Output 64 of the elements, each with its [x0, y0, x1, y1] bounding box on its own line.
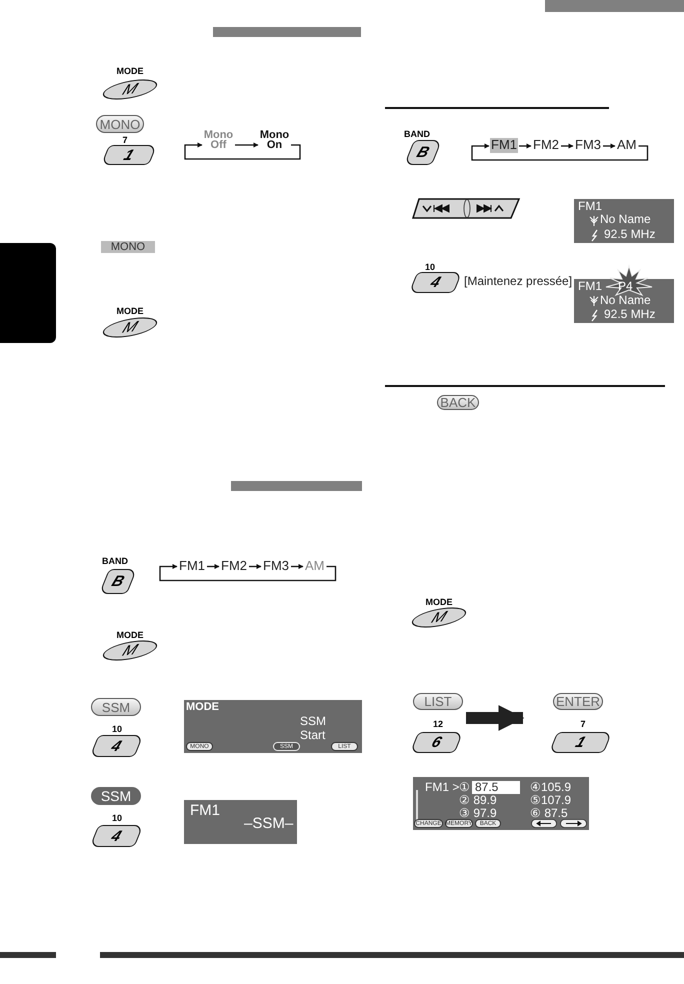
arrow	[603, 144, 616, 148]
arrow	[249, 564, 262, 569]
key-caption: MODE	[116, 66, 144, 76]
indicator-tag: MONO	[101, 241, 155, 253]
display-text: ⑤107.9	[530, 794, 572, 807]
display-text: No Name	[600, 294, 652, 308]
arrow	[291, 564, 304, 569]
arrow	[159, 564, 336, 582]
number-key: 4	[90, 825, 144, 847]
number-key: 4	[90, 735, 144, 757]
display-text: 92.5 MHz	[604, 308, 656, 322]
key-caption: 10	[110, 813, 123, 823]
touch-button: LIST	[413, 693, 463, 710]
touch-button: MONO	[96, 115, 144, 133]
display-text: FM1	[578, 280, 603, 294]
band-label: FM3	[574, 138, 602, 153]
display-text: SSM	[300, 715, 328, 728]
arrow	[235, 142, 258, 148]
display-text: ⑥ 87.5	[530, 807, 569, 820]
band-label: AM	[616, 138, 638, 153]
display-text: FM1 >	[425, 781, 459, 794]
display-text: FM1	[190, 803, 221, 819]
touch-button: SSM	[91, 787, 141, 805]
key-caption: MODE	[116, 630, 144, 640]
block-arrow	[466, 705, 524, 731]
display-text: FM1	[578, 200, 603, 214]
key-caption: 10	[110, 724, 123, 734]
band-label: FM2	[220, 559, 248, 573]
key-caption: 10	[424, 262, 436, 272]
key-caption: 7	[579, 719, 586, 729]
display-text: Start	[300, 729, 326, 742]
display-text: ② 89.9	[459, 794, 498, 807]
display-text: ④105.9	[530, 781, 572, 794]
display-text: P4	[618, 280, 634, 294]
key-caption: 7	[121, 135, 128, 145]
mode-state-text: Mono On	[259, 130, 290, 151]
key-caption: BAND	[403, 129, 431, 139]
band-label: AM	[304, 559, 326, 573]
key-caption: MODE	[424, 597, 454, 607]
key-caption: MODE	[116, 306, 144, 316]
touch-button: ENTER	[553, 693, 603, 710]
selected-preset: 87.5	[472, 781, 520, 794]
touch-button: SSM	[91, 698, 141, 716]
arrow	[184, 142, 301, 160]
display-text: No Name	[600, 213, 652, 227]
mode-state-text: Mono Off	[203, 130, 234, 151]
band-label: FM1	[490, 138, 518, 153]
display-text: MODE	[186, 701, 220, 713]
display-text: –SSM–	[244, 816, 294, 832]
language-tab	[0, 243, 56, 343]
touch-button: BACK	[437, 395, 479, 410]
arrow	[561, 144, 574, 148]
key-caption: 12	[432, 719, 444, 729]
display-text: ①	[459, 781, 471, 794]
band-label: FM3	[262, 559, 290, 573]
arrow	[471, 144, 648, 161]
band-label: FM2	[532, 138, 560, 153]
instruction-text: [Maintenez pressée]	[464, 273, 574, 290]
display-text: 92.5 MHz	[604, 228, 656, 242]
display-text: ③ 97.9	[459, 807, 498, 820]
band-label: FM1	[178, 559, 206, 573]
arrow	[519, 144, 532, 148]
key-caption: BAND	[101, 556, 129, 566]
arrow	[207, 564, 220, 569]
